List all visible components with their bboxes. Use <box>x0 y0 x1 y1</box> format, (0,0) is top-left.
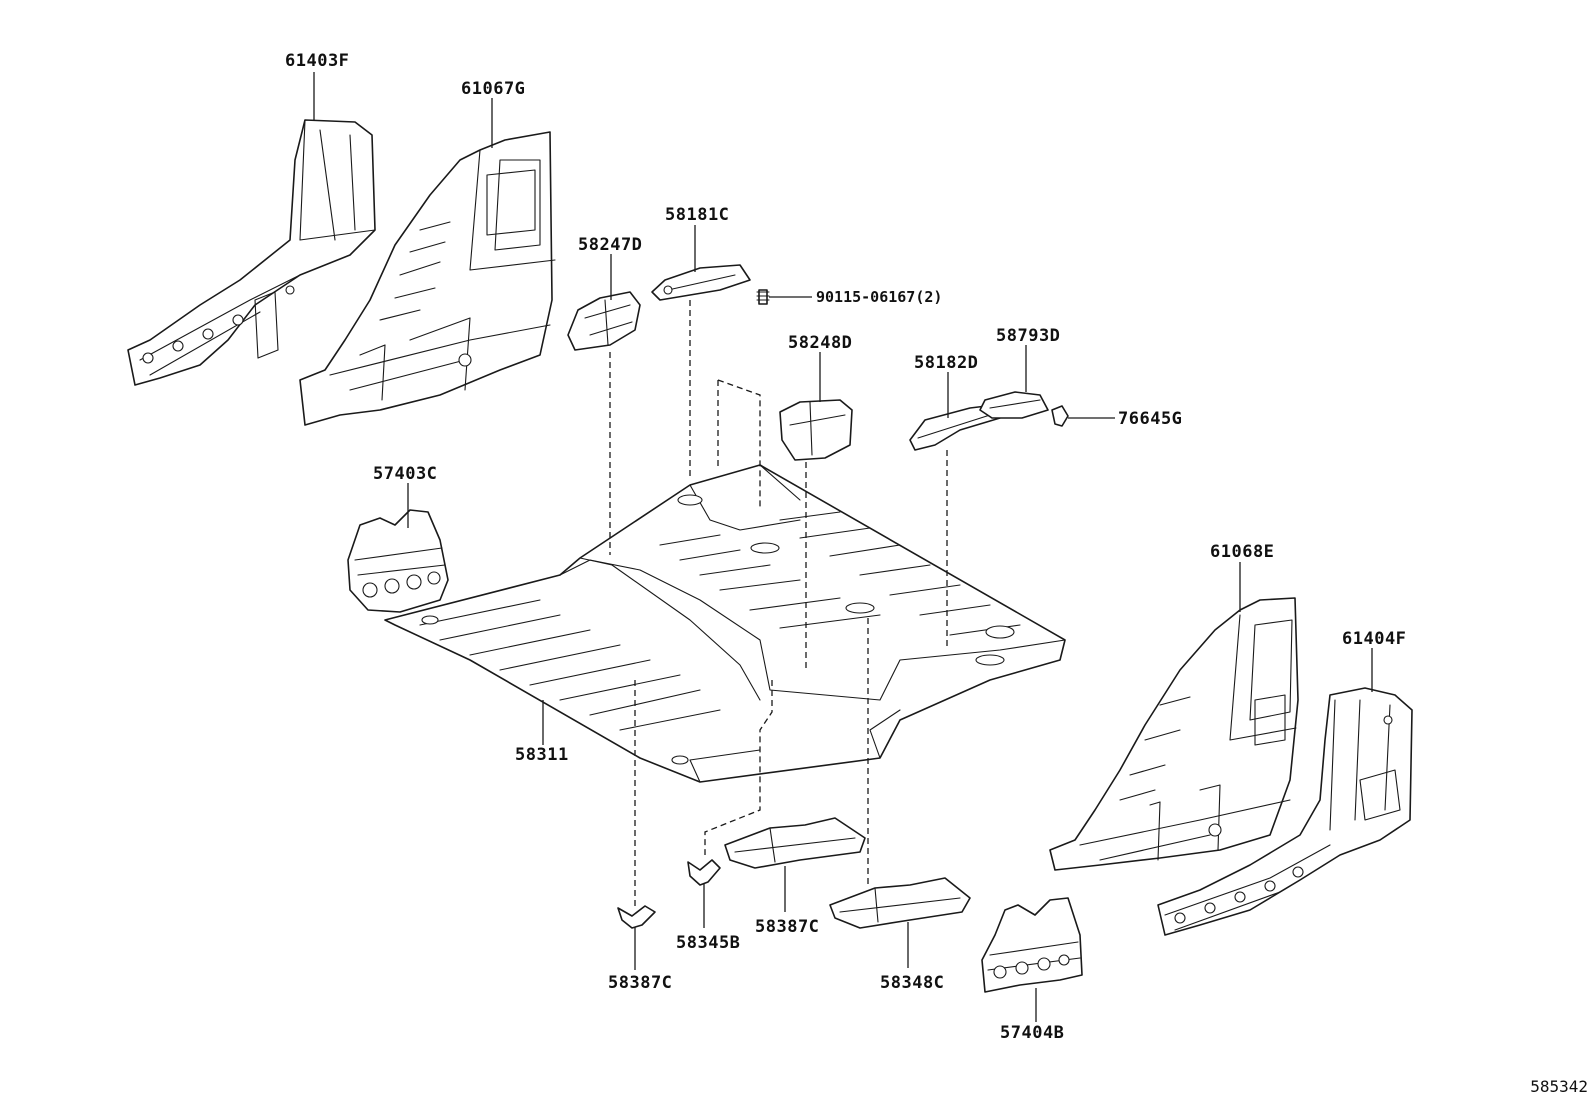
label-58793D: 58793D <box>996 326 1060 346</box>
label-58182D: 58182D <box>914 353 978 373</box>
part-61067G-drawing <box>299 131 556 426</box>
part-57404B-drawing <box>981 897 1083 993</box>
label-61404F: 61404F <box>1342 629 1406 649</box>
alignment-lines <box>609 300 948 908</box>
part-58248D-drawing <box>779 399 853 461</box>
part-58181C-drawing <box>651 264 751 301</box>
part-58311-drawing <box>384 464 1066 783</box>
part-58247D-drawing <box>567 291 641 351</box>
part-61404F-drawing <box>1157 687 1413 936</box>
label-58387C-upper: 58387C <box>755 917 819 937</box>
part-58387C-upper-drawing <box>724 817 866 869</box>
label-58387C-lower: 58348C <box>880 973 944 993</box>
label-61403F: 61403F <box>285 51 349 71</box>
figure-code: 585342 <box>1530 1077 1588 1096</box>
label-61068E: 61068E <box>1210 542 1274 562</box>
label-76645G: 76645G <box>1118 409 1182 429</box>
label-61067G: 61067G <box>461 79 525 99</box>
part-90115-bolt-drawing <box>756 289 770 305</box>
label-57403C: 57403C <box>373 464 437 484</box>
part-61068E-drawing <box>1049 597 1299 871</box>
part-58793D-drawing <box>979 391 1049 419</box>
part-58348C-drawing <box>617 905 656 929</box>
label-58311: 58311 <box>515 745 569 765</box>
part-76645G-drawing <box>1051 405 1069 427</box>
label-58348C: 58387C <box>608 973 672 993</box>
label-58248D: 58248D <box>788 333 852 353</box>
part-58345B-drawing <box>687 859 721 886</box>
label-58345B: 58345B <box>676 933 740 953</box>
label-57404B: 57404B <box>1000 1023 1064 1043</box>
part-61403F-drawing <box>127 119 376 386</box>
part-58387C-lower-drawing <box>829 877 971 929</box>
part-57403C-drawing <box>347 509 449 613</box>
label-58181C: 58181C <box>665 205 729 225</box>
label-90115-06167: 90115-06167(2) <box>816 288 942 306</box>
label-58247D: 58247D <box>578 235 642 255</box>
part-58182D-drawing <box>909 404 1001 451</box>
